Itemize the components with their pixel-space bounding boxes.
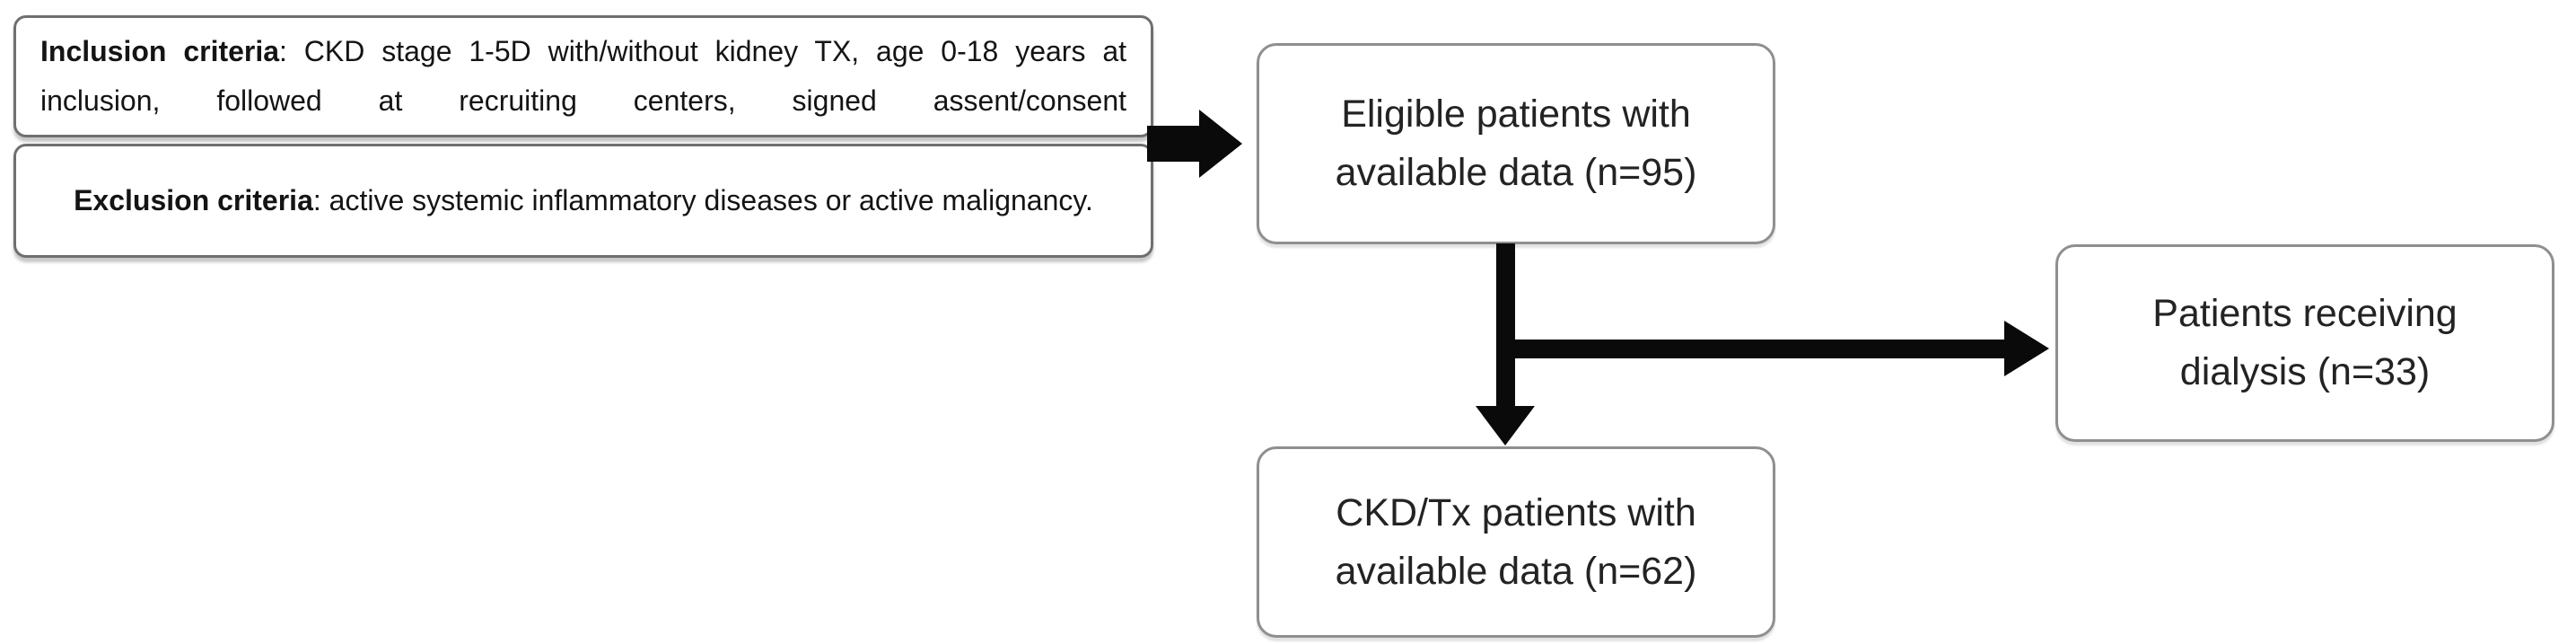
arrow-right-icon (1199, 110, 1242, 178)
arrow-right-branch-icon (2004, 321, 2049, 376)
inclusion-criteria-label: Inclusion criteria (40, 35, 280, 67)
vertical-connector-line (1496, 243, 1515, 408)
exclusion-criteria-body: : active systemic inflammatory diseases … (312, 184, 1093, 216)
exclusion-criteria-label: Exclusion criteria (74, 184, 313, 216)
dialysis-patients-line-2: dialysis (n=33) (2179, 350, 2431, 393)
ckd-tx-patients-box: CKD/Tx patients with available data (n=6… (1257, 446, 1775, 638)
eligible-patients-line-2: available data (n=95) (1335, 151, 1697, 194)
arrow-down-icon (1476, 406, 1535, 446)
exclusion-criteria-text: Exclusion criteria: active systemic infl… (40, 176, 1126, 225)
ckd-tx-patients-line-1: CKD/Tx patients with (1336, 490, 1696, 534)
ckd-tx-patients-line-2: available data (n=62) (1335, 549, 1697, 593)
exclusion-criteria-box: Exclusion criteria: active systemic infl… (13, 144, 1153, 258)
inclusion-criteria-box: Inclusion criteria: CKD stage 1-5D with/… (13, 15, 1153, 137)
inclusion-criteria-text: Inclusion criteria: CKD stage 1-5D with/… (40, 27, 1126, 126)
inclusion-criteria-body: : CKD stage 1-5D with/without kidney TX,… (40, 35, 1126, 117)
eligible-patients-box: Eligible patients with available data (n… (1257, 43, 1775, 244)
horizontal-connector-line (1505, 340, 2006, 358)
eligible-patients-line-1: Eligible patients with (1341, 93, 1691, 136)
dialysis-patients-box: Patients receiving dialysis (n=33) (2055, 244, 2554, 442)
dialysis-patients-line-1: Patients receiving (2152, 292, 2458, 335)
arrow-right-shaft (1147, 126, 1201, 162)
